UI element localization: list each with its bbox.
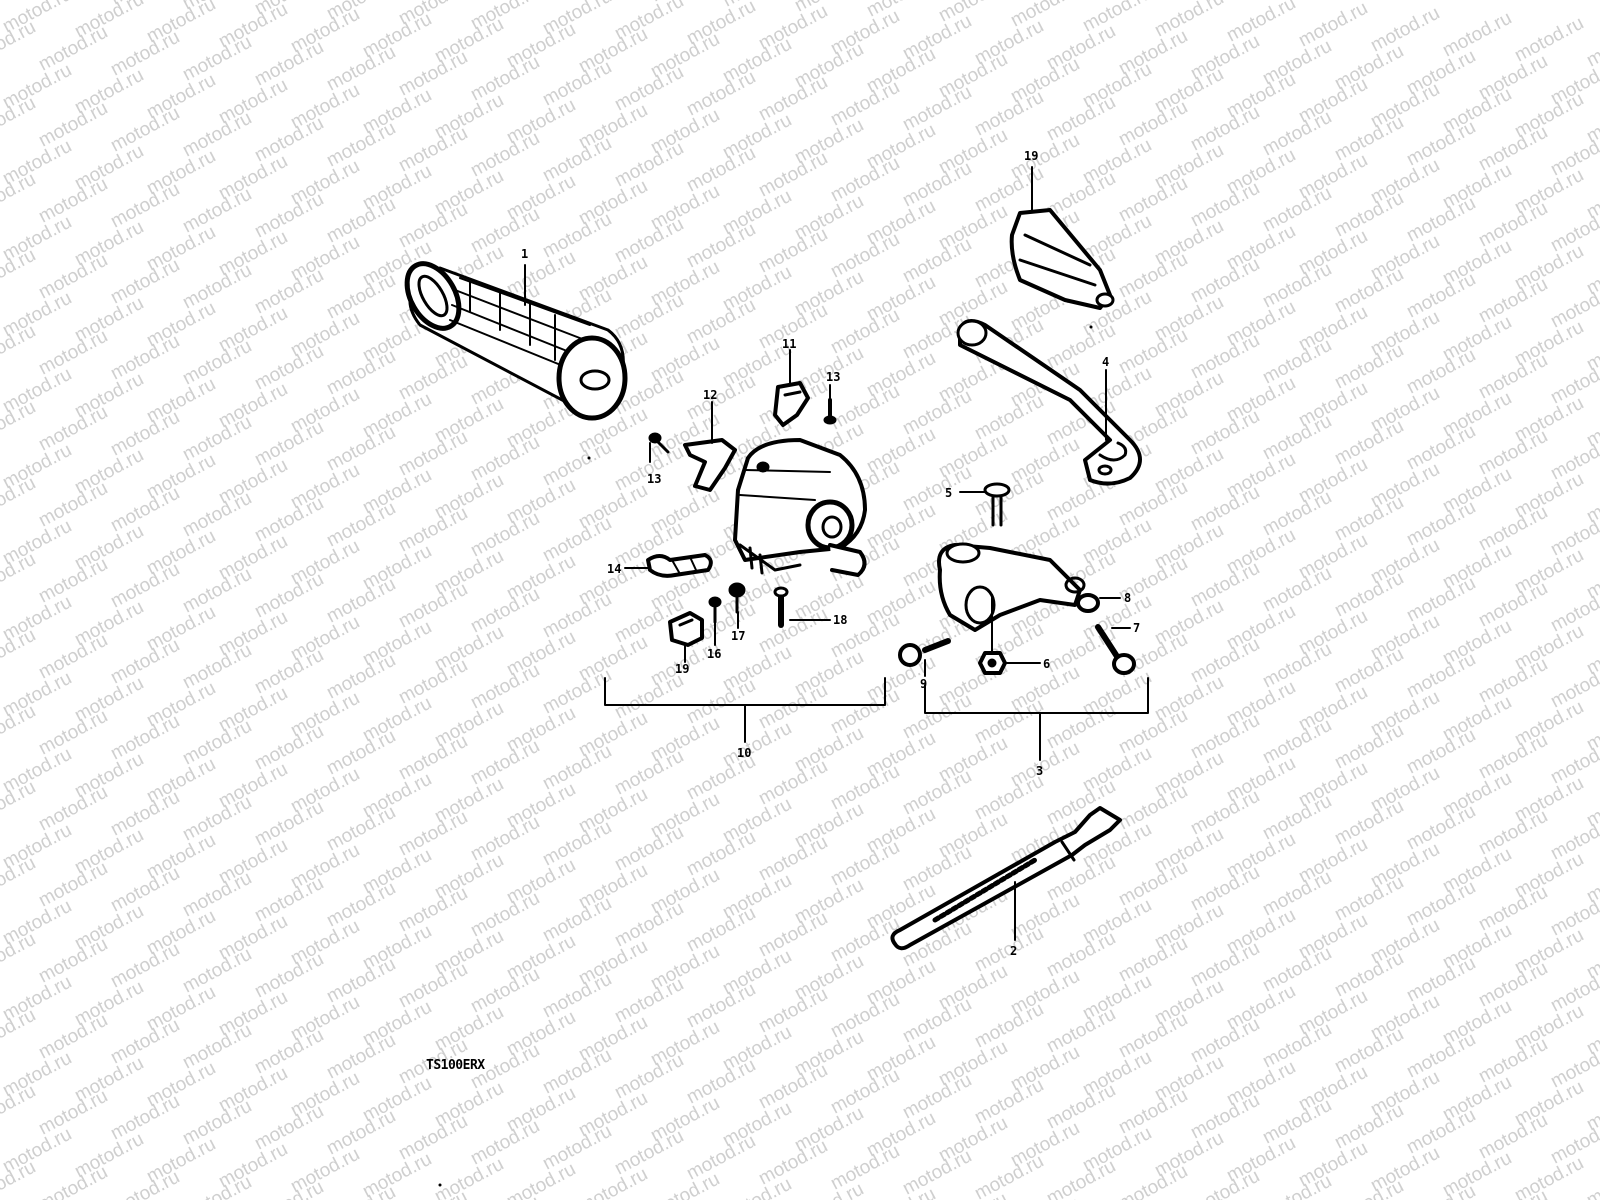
- callout-11: 11: [782, 337, 796, 351]
- screw-part-b: [648, 432, 670, 454]
- screw-part-c: [708, 596, 722, 624]
- switch-knob-part-a: [773, 381, 810, 427]
- callout-18: 18: [833, 613, 847, 627]
- lever-holder-part: [937, 542, 1086, 632]
- callout-10: 10: [737, 746, 751, 760]
- scan-specks: [438, 325, 1093, 1187]
- callout-7: 7: [1133, 621, 1140, 635]
- clamp-block-part: [668, 611, 704, 647]
- grip-part: [404, 261, 628, 421]
- leader-lines: [524, 166, 1149, 941]
- screw-part-a: [823, 398, 837, 425]
- callout-5: 5: [945, 486, 952, 500]
- handlebar-switch-part: [733, 438, 867, 577]
- callout-12: 12: [703, 388, 717, 402]
- callout-8: 8: [1124, 591, 1131, 605]
- switch-knob-part-b: [683, 438, 737, 492]
- clutch-lever-part: [956, 319, 1142, 486]
- holder-screw-part: [898, 638, 951, 667]
- callout-19-top: 19: [1024, 149, 1038, 163]
- callout-13-right: 13: [826, 370, 840, 384]
- bolt-part: [1095, 624, 1136, 675]
- callout-16: 16: [707, 647, 721, 661]
- callout-6: 6: [1043, 657, 1050, 671]
- callout-4: 4: [1102, 355, 1109, 369]
- model-code-label: TS100ERX: [426, 1058, 485, 1073]
- screw-part-e: [773, 586, 789, 628]
- callout-17: 17: [731, 629, 745, 643]
- callout-2: 2: [1010, 944, 1017, 958]
- washer-part: [1076, 593, 1100, 613]
- callout-1: 1: [521, 247, 528, 261]
- callout-3: 3: [1036, 764, 1043, 778]
- wire-clamp-part: [646, 553, 713, 578]
- lever-cover-part: [1009, 208, 1115, 310]
- callout-13-left: 13: [647, 472, 661, 486]
- nut-part: [978, 651, 1007, 675]
- callout-labels: 1 2 3 4 5 6 7 8 9 10 11 12 13 13 14 16 1…: [521, 149, 1140, 958]
- pivot-bolt-part: [983, 482, 1011, 527]
- callout-9: 9: [920, 677, 927, 691]
- cable-tie-part: [890, 806, 1122, 951]
- screw-part-d: [728, 582, 746, 614]
- callout-14: 14: [607, 562, 621, 576]
- callout-19-bottom: 19: [675, 662, 689, 676]
